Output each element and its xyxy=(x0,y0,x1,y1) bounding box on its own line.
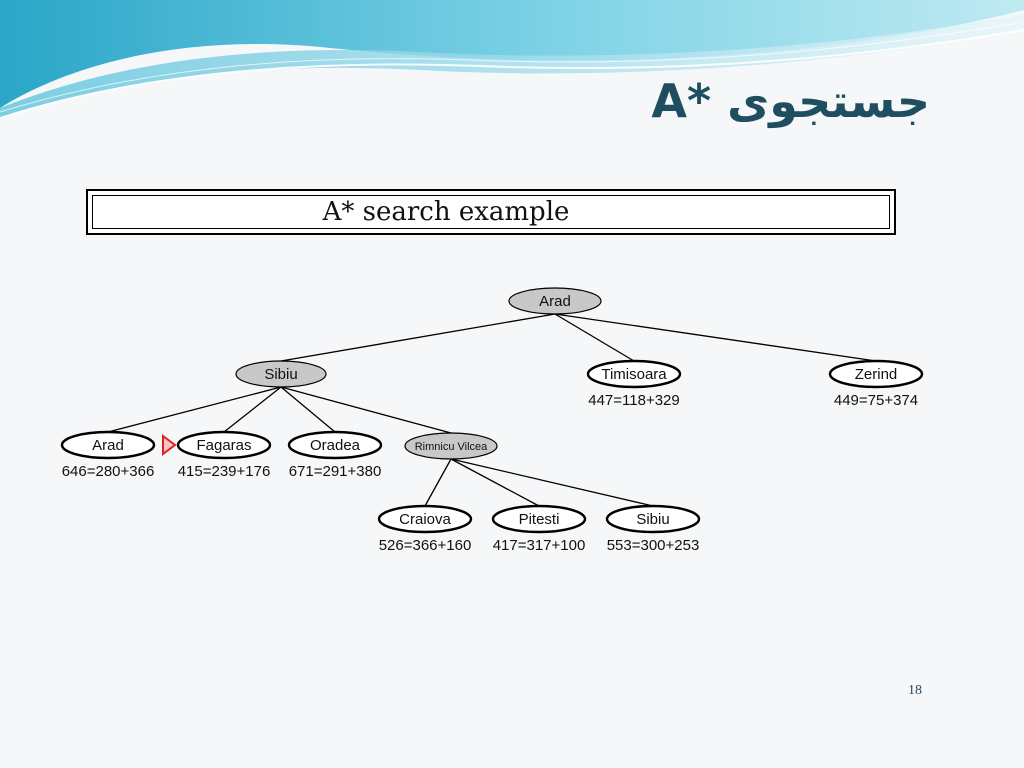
node-cost-zerind: 449=75+374 xyxy=(834,392,918,409)
node-label-zerind: Zerind xyxy=(855,366,898,383)
node-label-oradea: Oradea xyxy=(310,437,361,454)
marker-arrow-icon xyxy=(162,434,177,456)
node-ellipse-rimnicu xyxy=(404,432,498,460)
banner-box: A* search example xyxy=(86,189,896,235)
tree-edge-rimnicu-to-sibiu-2 xyxy=(450,458,654,507)
header-wave-decoration xyxy=(0,0,1024,119)
banner-title: A* search example xyxy=(92,195,890,229)
node-cost-sibiu-2: 553=300+253 xyxy=(607,537,700,554)
node-label-arad-root: Arad xyxy=(539,293,571,310)
node-ellipse-fagaras xyxy=(176,430,272,460)
node-ellipse-arad-root xyxy=(508,287,602,315)
tree-edge-arad-root-to-zerind xyxy=(554,313,877,362)
tree-node-arad-root: Arad xyxy=(508,287,602,315)
node-ellipse-arad-2 xyxy=(60,430,156,460)
tree-node-craiova: Craiova 526=366+160 xyxy=(377,504,473,554)
node-ellipse-craiova xyxy=(377,504,473,534)
tree-node-zerind: Zerind 449=75+374 xyxy=(828,359,924,409)
tree-node-pitesti: Pitesti 417=317+100 xyxy=(491,504,587,554)
tree-edge-rimnicu-to-pitesti xyxy=(450,458,540,507)
tree-edge-arad-root-to-sibiu xyxy=(280,313,556,362)
slide-title: جستجوی *A xyxy=(651,74,930,128)
node-ellipse-sibiu xyxy=(235,360,327,388)
node-label-pitesti: Pitesti xyxy=(519,511,560,528)
tree-node-sibiu-2: Sibiu 553=300+253 xyxy=(605,504,701,554)
node-ellipse-pitesti xyxy=(491,504,587,534)
node-label-fagaras: Fagaras xyxy=(196,437,251,454)
tree-edge-sibiu-to-arad-2 xyxy=(107,386,282,433)
tree-edge-rimnicu-to-craiova xyxy=(424,458,452,507)
tree-edge-sibiu-to-fagaras xyxy=(223,386,282,433)
tree-node-oradea: Oradea 671=291+380 xyxy=(287,430,383,480)
tree-edge-arad-root-to-timisoara xyxy=(554,313,635,362)
tree-edge-sibiu-to-rimnicu xyxy=(280,386,452,434)
node-label-timisoara: Timisoara xyxy=(601,366,667,383)
node-cost-fagaras: 415=239+176 xyxy=(178,463,271,480)
tree-node-rimnicu: Rimnicu Vilcea xyxy=(404,432,498,460)
node-ellipse-sibiu-2 xyxy=(605,504,701,534)
node-cost-oradea: 671=291+380 xyxy=(289,463,382,480)
node-label-sibiu-2: Sibiu xyxy=(636,511,669,528)
node-ellipse-oradea xyxy=(287,430,383,460)
tree-node-sibiu: Sibiu xyxy=(235,360,327,388)
tree-edges xyxy=(107,313,877,507)
node-label-arad-2: Arad xyxy=(92,437,124,454)
tree-node-arad-2: Arad 646=280+366 xyxy=(60,430,156,480)
tree-edge-sibiu-to-oradea xyxy=(280,386,336,433)
node-label-craiova: Craiova xyxy=(399,511,451,528)
node-ellipse-timisoara xyxy=(586,359,682,389)
tree-node-timisoara: Timisoara 447=118+329 xyxy=(586,359,682,409)
node-cost-pitesti: 417=317+100 xyxy=(493,537,586,554)
node-label-sibiu: Sibiu xyxy=(264,366,297,383)
tree-node-fagaras: Fagaras 415=239+176 xyxy=(176,430,272,480)
node-cost-arad-2: 646=280+366 xyxy=(62,463,155,480)
node-ellipse-zerind xyxy=(828,359,924,389)
page-number: 18 xyxy=(908,683,922,698)
next-expansion-marker xyxy=(162,434,177,456)
node-label-rimnicu: Rimnicu Vilcea xyxy=(415,441,488,453)
node-cost-timisoara: 447=118+329 xyxy=(588,392,680,409)
node-cost-craiova: 526=366+160 xyxy=(379,537,472,554)
